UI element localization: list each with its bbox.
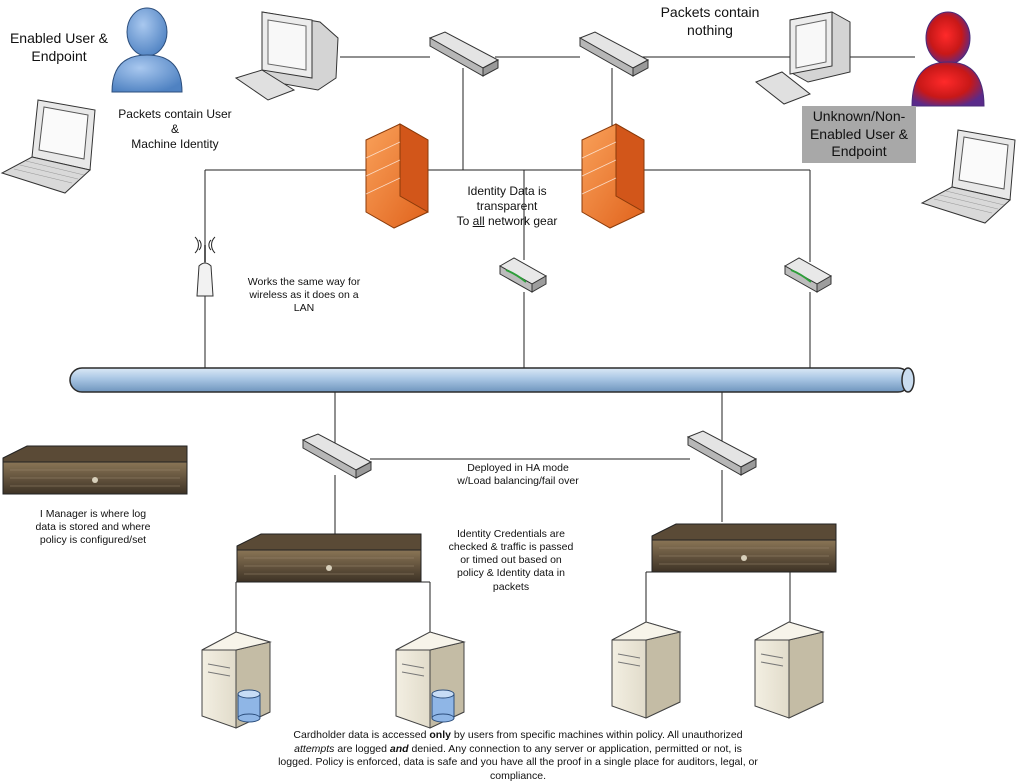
switch-icon-top-left: [428, 31, 500, 77]
network-sensor-icon-left: [498, 257, 548, 293]
desktop-computer-icon-right: [754, 11, 851, 105]
identity-transparent-line: To all network gear: [432, 214, 582, 229]
unknown-user-icon: [911, 11, 985, 107]
packets-nothing-line: nothing: [687, 21, 733, 38]
footnote-text: Cardholder data is accessed: [293, 729, 430, 741]
packets-identity-line: &: [170, 122, 179, 136]
network-sensor-icon-right: [783, 257, 833, 293]
wireless-access-point-icon: [194, 236, 216, 297]
switch-icon-bottom-right: [686, 430, 758, 476]
credentials-line: packets: [492, 580, 530, 593]
wireless-line: LAN: [293, 302, 315, 315]
packets-nothing-line: Packets contain: [660, 4, 760, 20]
packets-contain-nothing-label: Packets contain nothing: [630, 4, 790, 39]
enabled-user-label-line: Enabled User &: [9, 30, 109, 46]
unknown-user-line: Endpoint: [831, 143, 887, 159]
wireless-label: Works the same way for wireless as it do…: [234, 276, 374, 315]
database-icon-2: [431, 689, 455, 723]
desktop-computer-icon-left: [234, 11, 339, 101]
ha-mode-label: Deployed in HA mode w/Load balancing/fai…: [438, 462, 598, 488]
firewall-icon-left: [365, 123, 429, 229]
packets-contain-identity-label: Packets contain User & Machine Identity: [100, 107, 250, 152]
footnote-bold-italic: and: [389, 742, 409, 755]
identity-text-post: network gear: [484, 214, 558, 228]
footnote-bold: only: [429, 729, 451, 741]
footnote-italic: attempts: [294, 742, 335, 755]
rack-server-icon-imanager: [2, 445, 188, 495]
imanager-label: I Manager is where log data is stored an…: [18, 508, 168, 547]
wireless-line: Works the same way for: [247, 276, 361, 288]
enabled-user-label: Enabled User & Endpoint: [0, 30, 118, 65]
rack-server-icon-left: [236, 533, 422, 583]
packets-identity-line: Packets contain User: [118, 107, 232, 121]
enabled-user-label-line: Endpoint: [31, 47, 87, 64]
credentials-line: or timed out based on: [460, 554, 562, 567]
unknown-user-label: Unknown/Non- Enabled User & Endpoint: [802, 106, 916, 163]
imanager-line: I Manager is where log: [39, 508, 147, 520]
unknown-user-line: Unknown/Non-: [812, 108, 906, 124]
wireless-line: wireless as it does on a: [249, 289, 359, 302]
rack-server-icon-right: [651, 523, 837, 573]
credentials-line: checked & traffic is passed: [448, 541, 574, 554]
tower-server-icon-4: [754, 621, 825, 719]
switch-icon-top-right: [578, 31, 650, 77]
ha-mode-line: w/Load balancing/fail over: [457, 475, 579, 488]
unknown-user-line: Enabled User &: [809, 125, 909, 142]
network-backbone: [69, 367, 915, 393]
switch-icon-bottom-left: [301, 433, 373, 479]
identity-credentials-label: Identity Credentials are checked & traff…: [436, 528, 586, 594]
identity-transparent-label: Identity Data is transparent To all netw…: [432, 184, 582, 229]
laptop-icon-left: [0, 99, 96, 194]
footnote-text: denied. Any connection to any server or …: [278, 742, 758, 782]
credentials-line: Identity Credentials are: [457, 528, 565, 540]
imanager-line: policy is configured/set: [39, 534, 147, 547]
laptop-icon-right: [920, 129, 1016, 224]
packets-identity-line: Machine Identity: [131, 137, 219, 151]
identity-text-pre: To: [456, 214, 473, 228]
identity-transparent-line: Identity Data is: [467, 184, 547, 198]
footnote-text: are logged: [334, 742, 390, 755]
tower-server-icon-3: [611, 621, 682, 719]
imanager-line: data is stored and where: [35, 521, 151, 534]
firewall-icon-right: [581, 123, 645, 229]
identity-text-underline: all: [472, 214, 485, 228]
cardholder-data-footnote: Cardholder data is accessed only by user…: [278, 729, 758, 784]
credentials-line: policy & Identity data in: [457, 567, 565, 580]
identity-transparent-line: transparent: [476, 199, 538, 213]
database-icon-1: [237, 689, 261, 723]
ha-mode-line: Deployed in HA mode: [467, 462, 569, 474]
footnote-text: by users from specific machines within p…: [450, 729, 743, 741]
enabled-user-icon: [111, 7, 183, 93]
